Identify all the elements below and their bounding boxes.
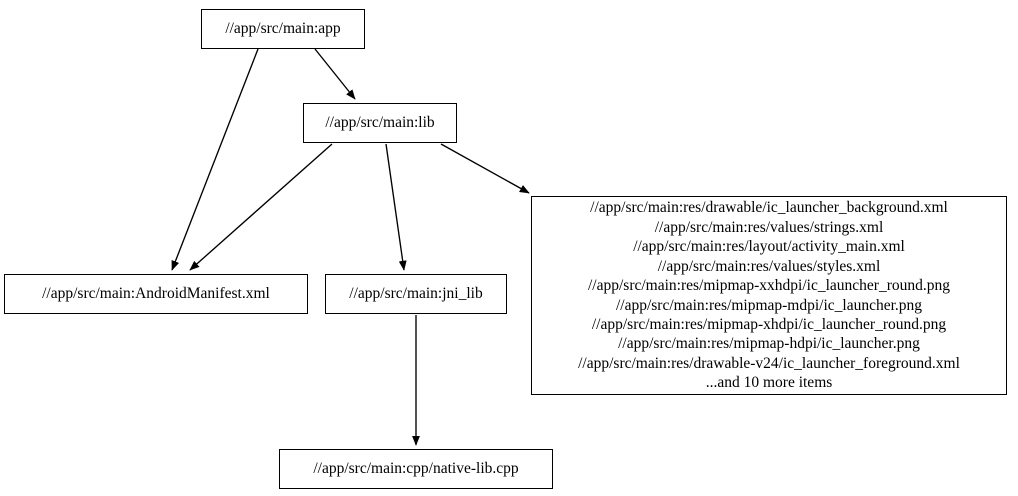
graph-node-lib-label: //app/src/main:lib bbox=[325, 114, 435, 132]
graph-node-androidmanifest-label: //app/src/main:AndroidManifest.xml bbox=[42, 285, 270, 303]
edge-lib-to-resources bbox=[440, 143, 530, 194]
graph-node-app-label: //app/src/main:app bbox=[225, 20, 341, 38]
graph-node-androidmanifest[interactable]: //app/src/main:AndroidManifest.xml bbox=[4, 274, 308, 314]
edge-app-to-androidmanifest bbox=[171, 48, 259, 271]
graph-node-resources-label: //app/src/main:res/drawable/ic_launcher_… bbox=[578, 199, 960, 392]
graph-node-jni-lib-label: //app/src/main:jni_lib bbox=[349, 285, 483, 303]
graph-node-native-lib[interactable]: //app/src/main:cpp/native-lib.cpp bbox=[279, 449, 553, 489]
edge-lib-to-androidmanifest bbox=[189, 143, 333, 271]
edge-lib-to-jni-lib bbox=[385, 143, 407, 271]
graph-node-lib[interactable]: //app/src/main:lib bbox=[303, 103, 457, 143]
edge-app-to-lib bbox=[314, 48, 356, 100]
graph-node-native-lib-label: //app/src/main:cpp/native-lib.cpp bbox=[313, 460, 519, 478]
graph-node-app[interactable]: //app/src/main:app bbox=[201, 9, 365, 49]
graph-node-resources[interactable]: //app/src/main:res/drawable/ic_launcher_… bbox=[531, 196, 1007, 395]
graph-node-jni-lib[interactable]: //app/src/main:jni_lib bbox=[325, 274, 507, 314]
